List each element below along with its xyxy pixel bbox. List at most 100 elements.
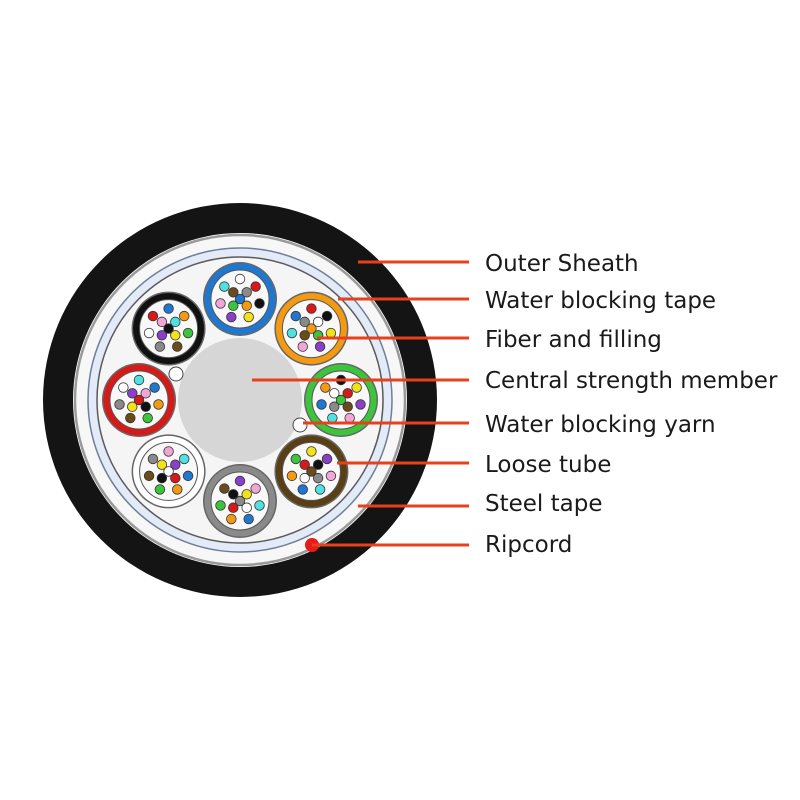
optical-fiber [329,401,340,412]
optical-fiber [140,401,151,412]
optical-fiber [329,388,340,399]
optical-fiber [153,399,164,410]
optical-fiber [234,273,246,285]
optical-fiber [241,287,252,298]
optical-fiber [234,475,246,487]
optical-fiber [140,388,151,399]
optical-fiber [156,459,168,470]
optical-fiber [306,323,317,334]
optical-fiber [344,412,355,424]
label-water-blocking-tape: Water blocking tape [485,288,716,314]
optical-fiber [149,382,160,393]
optical-fiber [299,330,310,341]
optical-fiber [156,330,168,341]
optical-fiber [297,341,308,352]
optical-fiber [170,316,181,328]
optical-fiber [142,412,153,424]
optical-fiber [127,388,138,399]
label-water-blocking-yarn: Water blocking yarn [485,412,716,438]
optical-fiber [182,470,194,482]
optical-fiber [170,472,181,484]
optical-fiber [156,316,168,328]
optical-fiber [286,470,298,482]
optical-fiber [306,303,317,314]
optical-fiber [320,382,331,393]
optical-fiber [234,495,246,507]
optical-fiber [179,310,190,322]
optical-fiber [219,483,230,494]
optical-fiber [114,399,125,410]
optical-fiber [179,453,190,465]
label-fiber-and-filling: Fiber and filling [485,327,662,353]
optical-fiber [125,412,136,424]
optical-fiber [127,401,138,412]
optical-fiber [147,310,159,322]
optical-fiber [163,466,174,477]
optical-fiber [321,453,333,465]
optical-fiber [297,484,308,495]
label-ripcord: Ripcord [485,532,572,558]
optical-fiber [156,472,168,484]
optical-fiber [250,483,261,494]
optical-fiber [163,323,174,334]
optical-fiber [226,513,237,525]
optical-fiber [312,472,324,484]
loose-tube-green [304,363,378,437]
optical-fiber [314,341,326,352]
optical-fiber [321,310,333,322]
optical-fiber [290,453,301,465]
optical-fiber [286,327,298,339]
label-loose-tube: Loose tube [485,452,611,478]
optical-fiber [219,281,230,292]
optical-fiber [351,382,362,393]
optical-fiber [254,298,265,309]
optical-fiber [133,394,145,406]
optical-fiber [170,330,181,341]
optical-fiber [234,293,246,305]
water-blocking-yarn [168,366,184,382]
optical-fiber [299,459,310,470]
optical-fiber [228,287,239,298]
optical-fiber [325,327,337,339]
central-strength-member [178,338,302,462]
optical-fiber [215,500,226,511]
optical-fiber [299,472,310,484]
optical-fiber [133,374,145,386]
optical-fiber [215,298,226,309]
optical-fiber [250,281,261,292]
optical-fiber [154,341,166,352]
optical-fiber [312,459,324,470]
optical-fiber [228,502,239,513]
optical-fiber [163,446,174,457]
optical-fiber [342,388,353,399]
optical-fiber [172,484,183,495]
optical-fiber [154,484,166,495]
optical-fiber [254,500,265,511]
optical-fiber [143,327,155,339]
optical-fiber [243,513,254,525]
optical-fiber [147,453,159,465]
label-steel-tape: Steel tape [485,491,602,517]
optical-fiber [241,300,252,311]
optical-fiber [342,401,353,412]
optical-fiber [226,311,237,323]
optical-fiber [118,382,129,393]
label-central-strength-member: Central strength member [485,368,778,394]
optical-fiber [290,310,301,322]
optical-fiber [306,466,317,477]
optical-fiber [306,446,317,457]
optical-fiber [228,489,239,500]
loose-tube-black [131,291,206,366]
loose-tube-blue [203,262,277,336]
loose-tube-red [102,363,176,437]
optical-fiber [314,484,326,495]
loose-tube-orange [274,291,349,366]
optical-fiber [327,412,338,424]
optical-fiber [316,399,327,410]
optical-fiber [312,316,324,328]
optical-fiber [163,303,174,314]
optical-fiber [335,394,347,406]
loose-tube-gray [203,464,277,538]
optical-fiber [355,399,366,410]
optical-fiber [299,316,310,328]
